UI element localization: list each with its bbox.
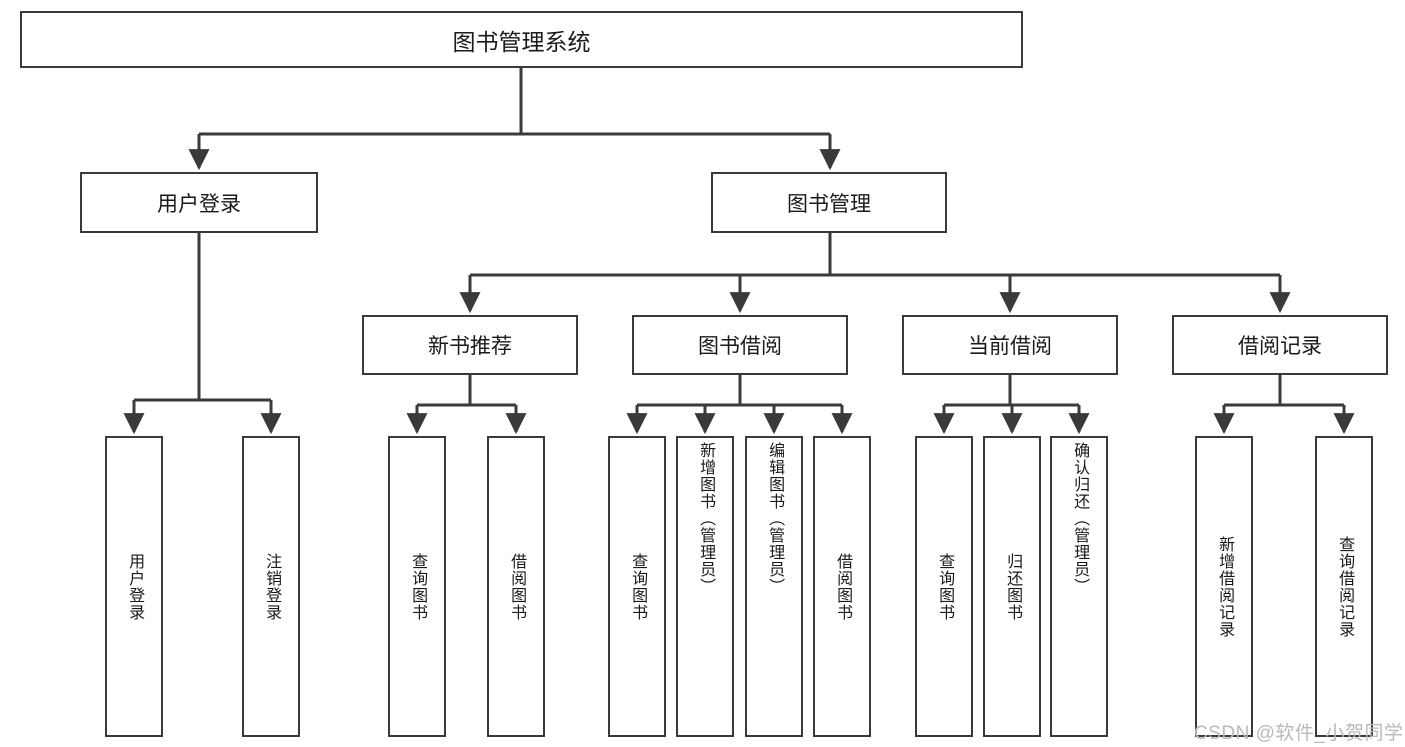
node-leaf-query-borrow-record-label: 查询借阅记录 (1336, 535, 1354, 638)
node-leaf-borrow-book-1-label: 借阅图书 (508, 552, 526, 621)
node-borrow-record-label: 借阅记录 (1238, 335, 1322, 358)
node-leaf-query-book-1-label: 查询图书 (409, 552, 427, 621)
node-leaf-borrow-book-1[interactable]: 借阅图书 (487, 436, 545, 737)
node-leaf-add-book-admin[interactable]: 新增图书（管理员） (676, 436, 734, 737)
node-leaf-confirm-return-admin-label: 确认归还（管理员） (1071, 442, 1089, 595)
node-leaf-add-borrow-record-label: 新增借阅记录 (1216, 535, 1234, 638)
node-current-borrow[interactable]: 当前借阅 (902, 315, 1118, 375)
node-book-borrow[interactable]: 图书借阅 (632, 315, 848, 375)
csdn-watermark: CSDN @软件_小贺同学 (1194, 723, 1404, 744)
node-book-manage[interactable]: 图书管理 (711, 172, 947, 233)
node-leaf-return-book[interactable]: 归还图书 (983, 436, 1041, 737)
node-book-manage-label: 图书管理 (787, 192, 871, 216)
node-leaf-borrow-book-2-label: 借阅图书 (834, 552, 852, 621)
node-leaf-edit-book-admin-label: 编辑图书（管理员） (766, 442, 784, 595)
node-leaf-query-book-3-label: 查询图书 (936, 552, 954, 621)
node-root-label: 图书管理系统 (452, 28, 591, 55)
node-book-borrow-label: 图书借阅 (698, 335, 782, 358)
node-user-login-label: 用户登录 (157, 192, 241, 216)
node-leaf-query-book-1[interactable]: 查询图书 (388, 436, 446, 737)
node-leaf-query-book-2[interactable]: 查询图书 (608, 436, 666, 737)
node-leaf-add-book-admin-label: 新增图书（管理员） (697, 442, 715, 595)
node-user-login[interactable]: 用户登录 (80, 172, 318, 233)
node-leaf-borrow-book-2[interactable]: 借阅图书 (813, 436, 871, 737)
node-new-book-recommend-label: 新书推荐 (428, 335, 512, 358)
node-leaf-return-book-label: 归还图书 (1004, 552, 1022, 621)
node-leaf-add-borrow-record[interactable]: 新增借阅记录 (1195, 436, 1253, 737)
node-leaf-query-book-2-label: 查询图书 (629, 552, 647, 621)
node-leaf-query-book-3[interactable]: 查询图书 (915, 436, 973, 737)
node-leaf-user-login-label: 用户登录 (126, 552, 144, 621)
node-new-book-recommend[interactable]: 新书推荐 (362, 315, 578, 375)
node-leaf-edit-book-admin[interactable]: 编辑图书（管理员） (745, 436, 803, 737)
node-leaf-logout-login[interactable]: 注销登录 (242, 436, 300, 737)
node-borrow-record[interactable]: 借阅记录 (1172, 315, 1388, 375)
node-leaf-logout-login-label: 注销登录 (263, 552, 281, 621)
node-leaf-confirm-return-admin[interactable]: 确认归还（管理员） (1050, 436, 1108, 737)
node-root[interactable]: 图书管理系统 (20, 11, 1023, 68)
node-leaf-query-borrow-record[interactable]: 查询借阅记录 (1315, 436, 1373, 737)
node-current-borrow-label: 当前借阅 (968, 335, 1052, 358)
node-leaf-user-login[interactable]: 用户登录 (105, 436, 163, 737)
